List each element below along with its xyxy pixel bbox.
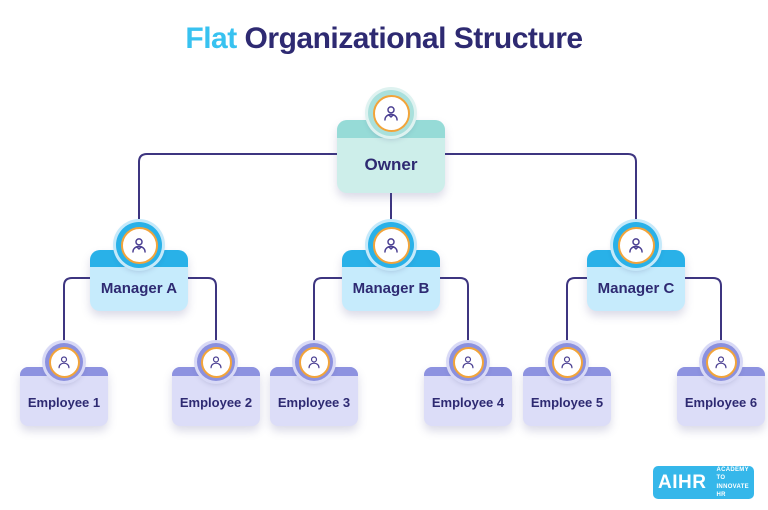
businessman-icon <box>613 222 659 268</box>
node-manager-c: Manager C <box>587 222 685 311</box>
node-employee-2-label: Employee 2 <box>179 395 253 410</box>
aihr-tagline-line1: ACADEMY TO <box>716 467 749 482</box>
node-employee-1-label: Employee 1 <box>27 395 101 410</box>
node-employee-3: Employee 3 <box>270 343 358 426</box>
icon-medallion <box>372 226 410 264</box>
icon-medallion <box>705 346 737 378</box>
node-employee-2: Employee 2 <box>172 343 260 426</box>
aihr-brand-text: AIHR <box>658 471 707 493</box>
node-manager-b: Manager B <box>342 222 440 311</box>
node-employee-4-label: Employee 4 <box>431 395 505 410</box>
support-headset-icon <box>548 343 586 381</box>
node-owner: Owner <box>337 90 445 193</box>
icon-medallion <box>48 346 80 378</box>
page-title: Flat Organizational Structure <box>0 22 768 56</box>
icon-medallion <box>372 94 410 132</box>
aihr-tagline: ACADEMY TO INNOVATE HR <box>716 466 749 498</box>
woman-employee-icon <box>702 343 740 381</box>
aihr-logo: AIHR ACADEMY TO INNOVATE HR <box>653 466 754 499</box>
businessman-glasses-icon <box>368 222 414 268</box>
businesswoman-icon <box>116 222 162 268</box>
node-employee-6: Employee 6 <box>677 343 765 426</box>
businessman-briefcase-icon <box>368 90 414 136</box>
worker-helmet-icon <box>197 343 235 381</box>
icon-medallion <box>120 226 158 264</box>
node-employee-1: Employee 1 <box>20 343 108 426</box>
node-employee-3-label: Employee 3 <box>277 395 351 410</box>
node-employee-5: Employee 5 <box>523 343 611 426</box>
node-manager-a-label: Manager A <box>100 279 178 297</box>
node-manager-c-label: Manager C <box>597 279 675 297</box>
icon-medallion <box>617 226 655 264</box>
title-highlight: Flat <box>185 22 237 55</box>
title-rest: Organizational Structure <box>236 22 584 55</box>
node-employee-4: Employee 4 <box>424 343 512 426</box>
icon-medallion <box>298 346 330 378</box>
icon-medallion <box>551 346 583 378</box>
node-owner-label: Owner <box>364 154 418 174</box>
node-manager-b-label: Manager B <box>352 279 430 297</box>
worker-gears-icon <box>45 343 83 381</box>
woman-gear-icon <box>449 343 487 381</box>
icon-medallion <box>200 346 232 378</box>
aihr-tagline-line2: INNOVATE HR <box>716 483 749 498</box>
node-employee-6-label: Employee 6 <box>684 395 758 410</box>
icon-medallion <box>452 346 484 378</box>
node-manager-a: Manager A <box>90 222 188 311</box>
woman-employee-icon <box>295 343 333 381</box>
node-employee-5-label: Employee 5 <box>530 395 604 410</box>
